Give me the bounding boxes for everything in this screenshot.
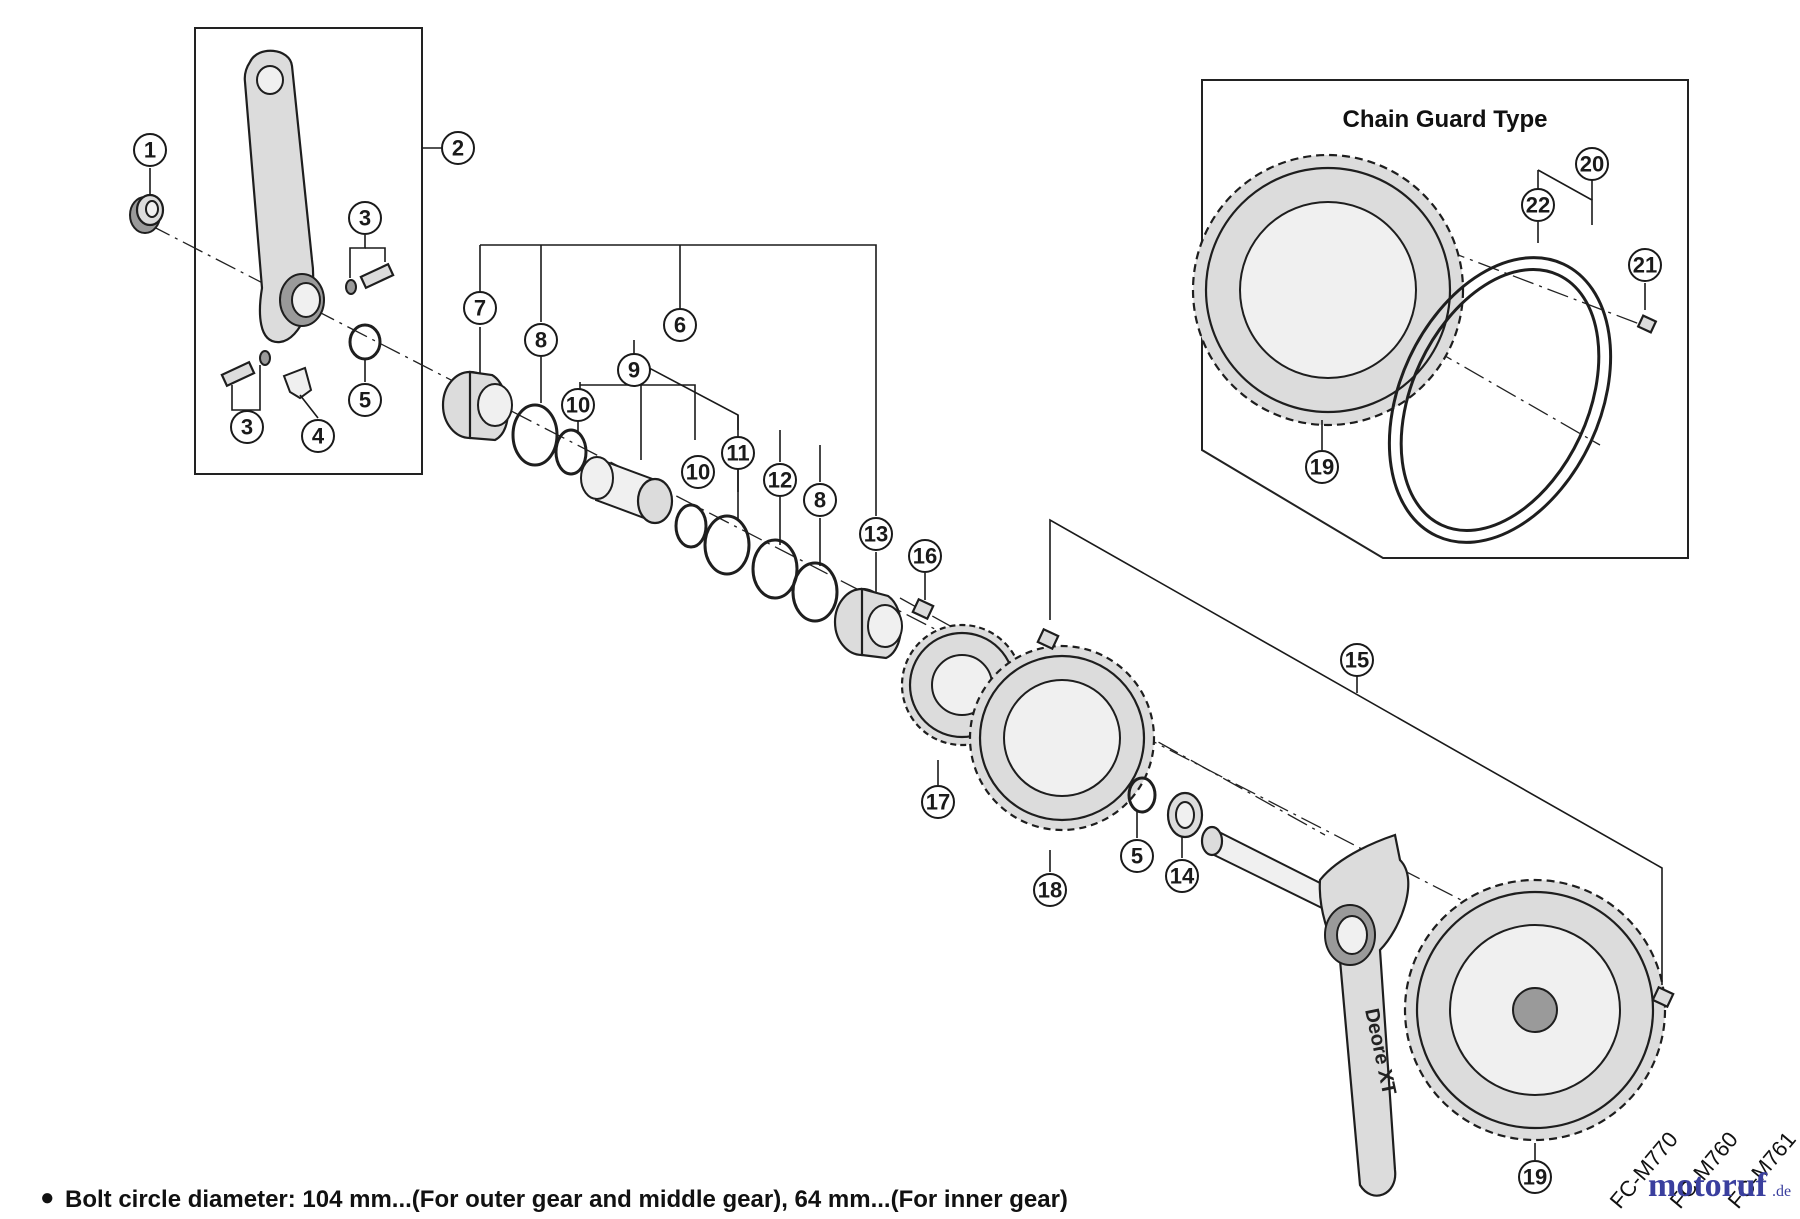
svg-text:10: 10 xyxy=(566,393,590,418)
svg-text:22: 22 xyxy=(1526,193,1550,218)
svg-text:9: 9 xyxy=(628,358,640,383)
left-crank-arm xyxy=(243,49,325,344)
guard-outer-chainring xyxy=(1191,153,1465,427)
watermark-suffix: .de xyxy=(1772,1183,1791,1200)
svg-text:5: 5 xyxy=(1131,844,1143,869)
pinch-bolt-lower xyxy=(220,350,271,388)
chain-guard-title: Chain Guard Type xyxy=(1343,106,1548,133)
svg-text:21: 21 xyxy=(1633,253,1657,278)
svg-text:19: 19 xyxy=(1310,455,1334,480)
watermark-logo: motoruf .de xyxy=(1648,1167,1791,1204)
svg-text:7: 7 xyxy=(474,296,486,321)
chain-guard-axis xyxy=(1239,237,1601,446)
stopper-plate xyxy=(282,366,313,400)
spacer-right-a xyxy=(703,514,751,576)
callout-3-upper: 3 xyxy=(348,201,382,235)
callout-12: 12 xyxy=(763,463,797,497)
o-ring-right xyxy=(1127,776,1157,814)
svg-text:4: 4 xyxy=(312,424,325,449)
callout-13: 13 xyxy=(859,517,893,551)
callout-21: 21 xyxy=(1628,248,1662,282)
spacer-right-b xyxy=(751,538,799,600)
svg-text:6: 6 xyxy=(674,313,686,338)
callout-1: 1 xyxy=(133,133,167,167)
svg-text:8: 8 xyxy=(814,488,826,513)
callout-16: 16 xyxy=(908,539,942,573)
left-crank-arm-frame xyxy=(194,27,423,475)
callout-17: 17 xyxy=(921,785,955,819)
svg-text:15: 15 xyxy=(1345,648,1369,673)
outer-chainring xyxy=(1403,878,1667,1142)
callout-19-box: 19 xyxy=(1305,450,1339,484)
left-adapter-cup xyxy=(441,370,513,442)
right-crank-arm: Deore XT xyxy=(1200,825,1410,1197)
callout-3-lower: 3 xyxy=(230,410,264,444)
callout-5-lower: 5 xyxy=(1120,839,1154,873)
svg-text:1: 1 xyxy=(144,138,156,163)
crank-cap xyxy=(129,193,165,234)
callout-20: 20 xyxy=(1575,147,1609,181)
svg-text:3: 3 xyxy=(241,415,253,440)
svg-text:5: 5 xyxy=(359,388,371,413)
chain-guard-frame xyxy=(1201,79,1689,559)
svg-text:19: 19 xyxy=(1523,1165,1547,1190)
svg-text:20: 20 xyxy=(1580,152,1604,177)
svg-text:12: 12 xyxy=(768,468,792,493)
callout-5-upper: 5 xyxy=(348,383,382,417)
svg-text:16: 16 xyxy=(913,544,937,569)
right-adapter-cup xyxy=(833,587,903,660)
callout-10-left: 10 xyxy=(561,388,595,422)
svg-text:11: 11 xyxy=(726,441,749,466)
callout-19-main: 19 xyxy=(1518,1160,1552,1194)
inner-ring-bolt xyxy=(911,597,935,621)
callout-11: 11 xyxy=(721,436,755,470)
bolt-circle-note: Bolt circle diameter: 104 mm...(For oute… xyxy=(65,1186,1068,1213)
spacer-left-inner xyxy=(554,428,588,476)
callout-4: 4 xyxy=(301,419,335,453)
chain-guard xyxy=(1387,256,1613,544)
svg-text:3: 3 xyxy=(359,206,371,231)
spacer-left-outer xyxy=(511,403,559,467)
svg-text:13: 13 xyxy=(864,522,888,547)
callout-10-right: 10 xyxy=(681,455,715,489)
chain-guard-bolt xyxy=(1636,314,1658,334)
watermark-brand: motoruf xyxy=(1648,1167,1768,1204)
middle-ring-bolt xyxy=(1036,627,1060,651)
svg-text:10: 10 xyxy=(686,460,710,485)
middle-chainring xyxy=(968,644,1156,832)
callout-22: 22 xyxy=(1521,188,1555,222)
callout-18: 18 xyxy=(1033,873,1067,907)
main-axis xyxy=(149,224,1666,1006)
inner-cover-tube xyxy=(580,456,674,525)
callout-9: 9 xyxy=(617,353,651,387)
callout-2: 2 xyxy=(441,131,475,165)
callout-15: 15 xyxy=(1340,643,1374,677)
note-bullet: ● xyxy=(40,1184,55,1211)
callout-14: 14 xyxy=(1165,859,1199,893)
svg-text:14: 14 xyxy=(1170,864,1195,889)
callout-7: 7 xyxy=(463,291,497,325)
spacer-right-c xyxy=(791,561,839,623)
outer-ring-bolt xyxy=(1651,985,1675,1009)
svg-text:2: 2 xyxy=(452,136,464,161)
callout-6: 6 xyxy=(663,308,697,342)
pinch-bolt-upper xyxy=(345,262,395,295)
callout-8-right: 8 xyxy=(803,483,837,517)
wave-washer xyxy=(1166,791,1204,839)
svg-text:8: 8 xyxy=(535,328,547,353)
svg-text:18: 18 xyxy=(1038,878,1062,903)
spacer-right-inner xyxy=(674,503,708,549)
callout-8-left: 8 xyxy=(524,323,558,357)
o-ring-left xyxy=(348,323,382,361)
svg-text:17: 17 xyxy=(926,790,950,815)
